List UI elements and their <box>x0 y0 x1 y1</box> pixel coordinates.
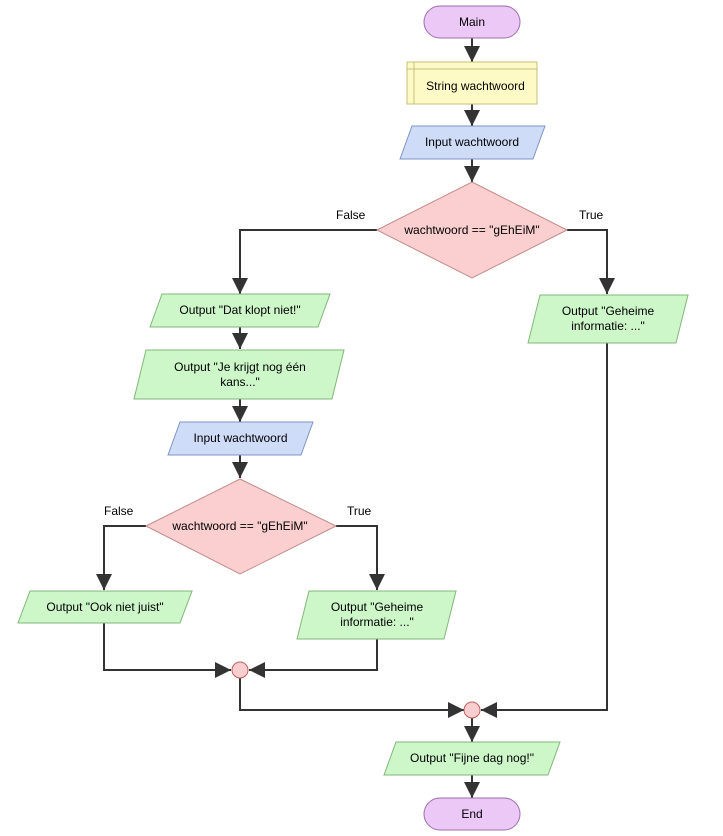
output-secret-outer-label: Output "Geheime informatie: ..." <box>561 304 655 333</box>
declare-box <box>406 61 538 105</box>
edge-secret-inner-merge <box>249 639 378 678</box>
output-bye-label: Output "Fijne dag nog!" <box>410 751 534 765</box>
edge-decision2-false <box>96 525 146 590</box>
output-wrong-2 <box>17 590 193 624</box>
output-secret-inner-label: Output "Geheime informatie: ..." <box>330 600 424 629</box>
output-bye <box>383 741 561 776</box>
output-wrong-2-label: Output "Ook niet juist" <box>46 599 164 614</box>
edge-decision2-true <box>336 525 385 590</box>
merge-connector-outer <box>463 701 481 719</box>
terminal-end-label: End <box>461 806 483 821</box>
edge-inner-merge-outer-merge <box>239 678 464 718</box>
decision-1 <box>375 181 569 279</box>
decision-2-false-label: False <box>104 504 134 518</box>
terminal-main <box>423 5 521 39</box>
input-box-1 <box>399 125 546 160</box>
output-wrong-1-label: Output "Dat klopt niet!" <box>179 303 301 317</box>
edge-wrong2-merge <box>103 623 231 678</box>
input-box-2 <box>167 421 314 456</box>
decision-1-true-label: True <box>579 208 604 222</box>
decision-2 <box>144 478 338 575</box>
input-2-label: Input wachtwoord <box>193 431 288 445</box>
declare-label: String wachtwoord <box>426 79 525 93</box>
output-secret-inner <box>296 590 457 640</box>
output-chance <box>133 349 345 400</box>
output-chance-label: Output "Je krijgt nog één kans..." <box>174 359 306 389</box>
terminal-main-label: Main <box>458 14 485 29</box>
decision-2-label: wachtwoord == "gEhEiM" <box>172 518 308 533</box>
edge-decision1-false <box>232 229 377 294</box>
output-secret-outer <box>527 294 689 344</box>
edge-decision1-true <box>567 229 615 294</box>
decision-2-true-label: True <box>347 504 372 518</box>
merge-connector-inner <box>231 661 249 679</box>
input-1-label: Input wachtwoord <box>424 135 520 149</box>
edge-secret-outer-merge <box>481 343 608 718</box>
decision-1-false-label: False <box>336 208 366 222</box>
terminal-end <box>423 797 521 831</box>
decision-1-label: wachtwoord == "gEhEiM" <box>404 222 540 237</box>
edges <box>96 38 615 798</box>
output-wrong-1 <box>149 293 331 328</box>
